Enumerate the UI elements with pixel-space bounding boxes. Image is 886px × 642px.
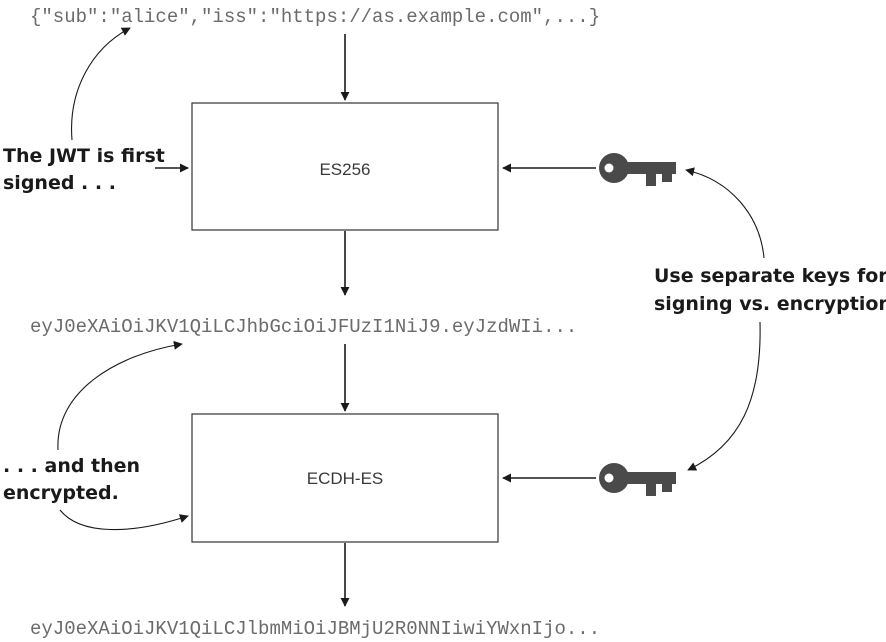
encrypted-token-text: eyJ0eXAiOiJKV1QiLCJlbmMiOiJBMjU2R0NNIiwi… (30, 618, 600, 640)
curve-note-to-encrypt (59, 509, 189, 531)
key-icon (599, 463, 676, 496)
payload-text: {"sub":"alice","iss":"https://as.example… (30, 6, 600, 28)
keys-note-line-2: signing vs. encryption. (654, 293, 886, 315)
signed-note-line-2: signed . . . (3, 172, 116, 194)
encrypted-note-line-1: . . . and then (3, 455, 140, 477)
keys-note-line-1: Use separate keys for (654, 265, 886, 287)
signed-token-text: eyJ0eXAiOiJKV1QiLCJhbGciOiJFUzI1NiJ9.eyJ… (30, 316, 577, 338)
encrypt-box-label: ECDH-ES (307, 469, 384, 488)
encrypt-box (191, 413, 499, 543)
curve-note-to-encryption-key (687, 321, 761, 471)
curve-note-to-signing-key (685, 167, 765, 259)
key-icon (599, 153, 676, 186)
sign-box-label: ES256 (319, 160, 370, 179)
sign-box (191, 102, 499, 231)
encrypted-note-line-2: encrypted. (3, 482, 119, 504)
curve-note-to-signed-token (57, 340, 183, 451)
signed-note-line-1: The JWT is first (3, 145, 165, 167)
curve-note-to-payload (71, 27, 131, 141)
